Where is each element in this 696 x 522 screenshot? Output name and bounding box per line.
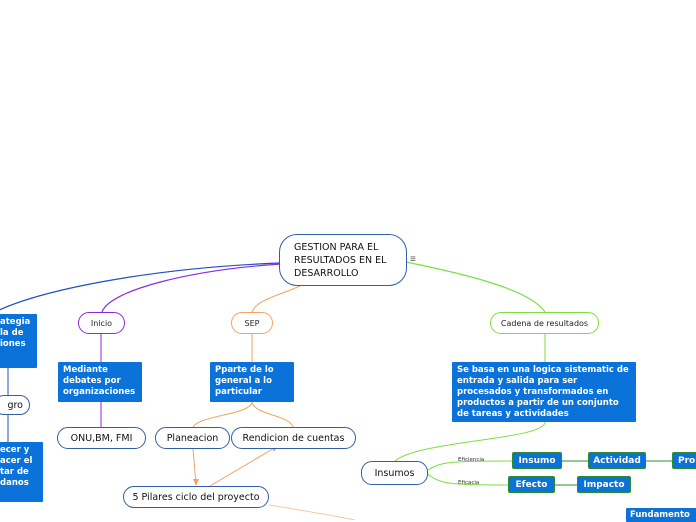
topic-onu[interactable]: ONU,BM, FMI <box>57 427 146 449</box>
note-left-top[interactable]: ategia la de iones <box>0 314 37 368</box>
menu-icon[interactable]: ≡ <box>410 254 416 265</box>
note-mediante[interactable]: Mediante debates por organizaciones <box>58 362 142 402</box>
root-topic[interactable]: GESTION PARA EL RESULTADOS EN EL DESARRO… <box>279 234 407 286</box>
note-se-basa[interactable]: Se basa en una logica sistematic de entr… <box>452 362 636 422</box>
root-title: GESTION PARA EL RESULTADOS EN EL DESARRO… <box>294 241 387 279</box>
branch-sep[interactable]: SEP <box>231 312 273 334</box>
topic-pilares[interactable]: 5 Pilares ciclo del proyecto <box>123 486 269 508</box>
chain-efecto[interactable]: Efecto <box>508 476 555 493</box>
chain-insumo[interactable]: Insumo <box>512 452 562 469</box>
branch-inicio[interactable]: Inicio <box>78 312 125 334</box>
label-eficacia: Eficacia <box>458 480 480 486</box>
topic-planeacion[interactable]: Planeacion <box>155 427 230 449</box>
topic-logro[interactable]: gro <box>0 395 30 415</box>
note-left-bottom[interactable]: ecer y acer el tar de danos <box>0 442 43 502</box>
label-eficiencia: Eficiencia <box>458 457 485 463</box>
chain-impacto[interactable]: Impacto <box>577 476 631 493</box>
note-fundamento[interactable]: Fundamento <box>626 508 696 522</box>
topic-insumos[interactable]: Insumos <box>361 461 428 485</box>
topic-rendicion[interactable]: Rendicion de cuentas <box>231 427 356 449</box>
chain-actividad[interactable]: Actividad <box>588 452 646 469</box>
chain-pro[interactable]: Pro <box>672 452 696 469</box>
branch-cadena-resultados[interactable]: Cadena de resultados <box>490 312 599 334</box>
note-pparte[interactable]: Pparte de lo general a lo particular <box>210 362 294 402</box>
